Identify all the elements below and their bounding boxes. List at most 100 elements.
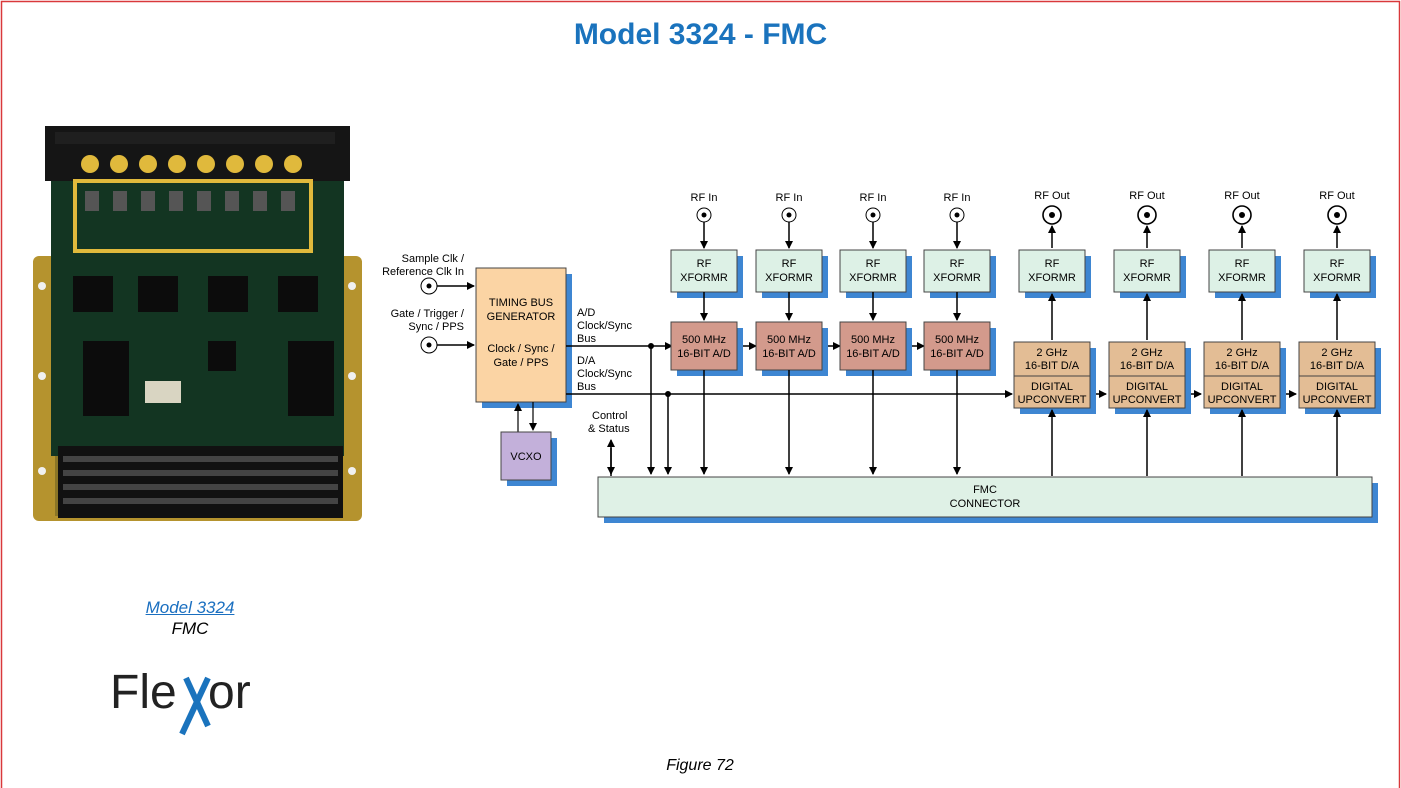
upconvert-label-2: UPCONVERT [1018, 394, 1087, 406]
rf-out-connector-1 [1042, 205, 1062, 225]
figure-caption: Figure 72 [666, 757, 734, 774]
upconvert-label-2: UPCONVERT [1113, 394, 1182, 406]
xformer-label-1: RF [1330, 258, 1345, 270]
timing-bus-generator: TIMING BUS GENERATOR Clock / Sync / Gate… [475, 267, 572, 408]
model-3324-link[interactable]: Model 3324 [145, 598, 235, 617]
adc-3: 500 MHz 16-BIT A/D [839, 321, 912, 376]
upconvert-label-2: UPCONVERT [1303, 394, 1372, 406]
xformer-label-2: XFORMR [680, 272, 728, 284]
da-bus-label-2: Clock/Sync [577, 368, 633, 380]
product-type: FMC [171, 619, 209, 638]
sample-clk-label-2: Reference Clk In [382, 266, 464, 278]
xformer-label-2: XFORMR [1218, 272, 1266, 284]
adc-label-2: 16-BIT A/D [930, 348, 984, 360]
fmc-connector: FMC CONNECTOR [597, 476, 1378, 523]
adc-label-2: 16-BIT A/D [677, 348, 731, 360]
sample-clock-input: Sample Clk / Reference Clk In [382, 253, 475, 295]
xformer-label-1: RF [782, 258, 797, 270]
da-bus-label-3: Bus [577, 381, 596, 393]
fmc-label-2: CONNECTOR [950, 498, 1021, 510]
adc-label-1: 500 MHz [935, 334, 979, 346]
xformer-label-1: RF [866, 258, 881, 270]
upconvert-label-2: UPCONVERT [1208, 394, 1277, 406]
upconvert-label-1: DIGITAL [1316, 381, 1358, 393]
rf-out-transformer-2: RF XFORMR [1113, 249, 1186, 298]
rf-out-transformer-4: RF XFORMR [1303, 249, 1376, 298]
rf-out-connector-3 [1232, 205, 1252, 225]
svg-text:or: or [208, 666, 251, 719]
upconvert-label-1: DIGITAL [1126, 381, 1168, 393]
rf-out-label-1: RF Out [1034, 190, 1069, 202]
timing-line-4: Gate / PPS [493, 357, 548, 369]
dac-label-2: 16-BIT D/A [1310, 360, 1365, 372]
dac-label-1: 2 GHz [1131, 347, 1162, 359]
rf-in-label-2: RF In [776, 192, 803, 204]
timing-line-2: GENERATOR [487, 311, 556, 323]
rf-in-label-4: RF In [944, 192, 971, 204]
rf-in-connector-2 [781, 207, 797, 223]
rf-out-label-4: RF Out [1319, 190, 1354, 202]
control-label-1: Control [592, 410, 627, 422]
fmc-label-1: FMC [973, 484, 997, 496]
adc-1: 500 MHz 16-BIT A/D [670, 321, 743, 376]
rf-out-transformer-1: RF XFORMR [1018, 249, 1091, 298]
vcxo-label: VCXO [510, 451, 542, 463]
gate-label-1: Gate / Trigger / [391, 308, 465, 320]
timing-line-3: Clock / Sync / [487, 343, 555, 355]
dac-label-1: 2 GHz [1321, 347, 1352, 359]
rf-out-transformer-3: RF XFORMR [1208, 249, 1281, 298]
xformer-label-1: RF [1235, 258, 1250, 270]
timing-line-1: TIMING BUS [489, 297, 553, 309]
gate-trigger-input: Gate / Trigger / Sync / PPS [391, 308, 475, 354]
rf-in-connector-3 [865, 207, 881, 223]
sample-clk-label-1: Sample Clk / [402, 253, 465, 265]
rf-in-label-3: RF In [860, 192, 887, 204]
da-bus-label-1: D/A [577, 355, 596, 367]
rf-out-connector-2 [1137, 205, 1157, 225]
rf-in-connector-1 [696, 207, 712, 223]
xformer-label-1: RF [1045, 258, 1060, 270]
dac-label-2: 16-BIT D/A [1120, 360, 1175, 372]
flexor-logo: Fle or [110, 666, 251, 736]
ad-bus-label-3: Bus [577, 333, 596, 345]
rf-in-transformer-4: RF XFORMR [923, 249, 996, 298]
svg-text:Fle: Fle [110, 666, 177, 719]
dac-label-2: 16-BIT D/A [1025, 360, 1080, 372]
rf-in-connector-4 [949, 207, 965, 223]
dac-label-2: 16-BIT D/A [1215, 360, 1270, 372]
xformer-label-2: XFORMR [933, 272, 981, 284]
upconvert-label-1: DIGITAL [1031, 381, 1073, 393]
rf-out-label-2: RF Out [1129, 190, 1164, 202]
rf-in-transformer-2: RF XFORMR [755, 249, 828, 298]
adc-label-1: 500 MHz [767, 334, 811, 346]
rf-in-label-1: RF In [691, 192, 718, 204]
ad-bus-label-1: A/D [577, 307, 595, 319]
xformer-label-2: XFORMR [1313, 272, 1361, 284]
gate-label-2: Sync / PPS [408, 321, 464, 333]
xformer-label-1: RF [950, 258, 965, 270]
adc-label-2: 16-BIT A/D [846, 348, 900, 360]
board-photo [33, 126, 362, 521]
xformer-label-2: XFORMR [1123, 272, 1171, 284]
adc-label-1: 500 MHz [682, 334, 726, 346]
xformer-label-2: XFORMR [765, 272, 813, 284]
ad-bus-label-2: Clock/Sync [577, 320, 633, 332]
control-label-2: & Status [588, 423, 630, 435]
adc-label-1: 500 MHz [851, 334, 895, 346]
xformer-label-2: XFORMR [1028, 272, 1076, 284]
rf-out-connector-4 [1327, 205, 1347, 225]
adc-4: 500 MHz 16-BIT A/D [923, 321, 996, 376]
upconvert-label-1: DIGITAL [1221, 381, 1263, 393]
dac-label-1: 2 GHz [1226, 347, 1257, 359]
page-title: Model 3324 - FMC [573, 18, 828, 51]
xformer-label-1: RF [1140, 258, 1155, 270]
dac-label-1: 2 GHz [1036, 347, 1067, 359]
